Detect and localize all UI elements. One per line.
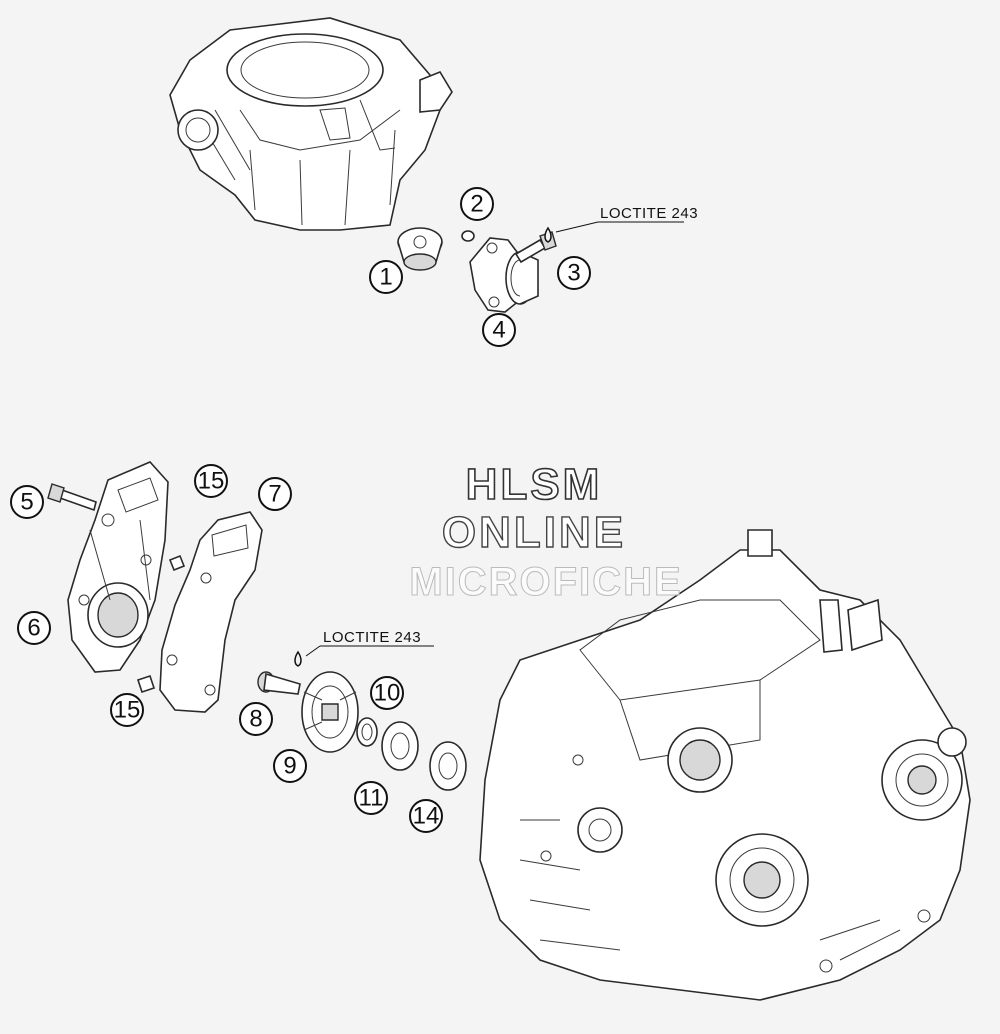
cylinder-drawing <box>169 17 453 231</box>
svg-text:15: 15 <box>198 468 225 495</box>
svg-text:4: 4 <box>492 317 505 344</box>
callout-3: 3 <box>557 256 591 290</box>
svg-text:14: 14 <box>413 803 440 830</box>
impeller-screw-part <box>257 671 301 695</box>
engine-crankcase-drawing <box>479 529 971 1001</box>
callout-5: 5 <box>10 485 44 519</box>
shaft-seal-ring-part <box>381 721 419 771</box>
svg-text:10: 10 <box>374 680 401 707</box>
loctite-label-bottom: LOCTITE 243 <box>323 629 421 646</box>
callout-6: 6 <box>17 611 51 645</box>
thermostat-housing-part <box>469 237 539 313</box>
svg-text:11: 11 <box>359 785 384 812</box>
svg-text:1: 1 <box>379 264 392 291</box>
watermark-line-2: ONLINE <box>441 507 627 557</box>
loctite-indicator-bottom: LOCTITE 243 <box>294 629 434 667</box>
callout-15-upper: 15 <box>194 464 228 498</box>
svg-text:6: 6 <box>27 615 40 642</box>
svg-text:7: 7 <box>268 481 281 508</box>
callout-8: 8 <box>239 702 273 736</box>
dowel-pin-lower-part <box>136 674 156 694</box>
callout-1: 1 <box>369 260 403 294</box>
loctite-indicator-top: LOCTITE 243 <box>544 205 698 243</box>
watermark-line-3: MICROFICHE <box>409 560 683 605</box>
callout-15-lower: 15 <box>110 693 144 727</box>
o-ring-small-part <box>461 230 475 242</box>
watermark-line-1: HLSM <box>465 459 603 510</box>
callout-2: 2 <box>460 187 494 221</box>
washer-part <box>356 717 378 747</box>
svg-text:2: 2 <box>470 191 483 218</box>
callout-4: 4 <box>482 313 516 347</box>
loctite-label-top: LOCTITE 243 <box>600 205 698 222</box>
thermostat-part <box>397 227 443 271</box>
svg-text:15: 15 <box>114 697 141 724</box>
callout-14: 14 <box>409 799 443 833</box>
svg-text:9: 9 <box>283 753 296 780</box>
callout-10: 10 <box>370 676 404 710</box>
shaft-seal-ring-outer-part <box>429 741 467 791</box>
callout-11: 11 <box>354 781 388 815</box>
impeller-part <box>301 671 359 753</box>
gasket-part <box>159 511 263 713</box>
screw-part-left <box>47 483 97 512</box>
callout-7: 7 <box>258 477 292 511</box>
svg-text:5: 5 <box>20 489 33 516</box>
svg-text:3: 3 <box>567 260 580 287</box>
callout-9: 9 <box>273 749 307 783</box>
svg-text:8: 8 <box>249 706 262 733</box>
dowel-pin-upper-part <box>168 554 186 572</box>
water-pump-cover-part <box>67 461 169 673</box>
